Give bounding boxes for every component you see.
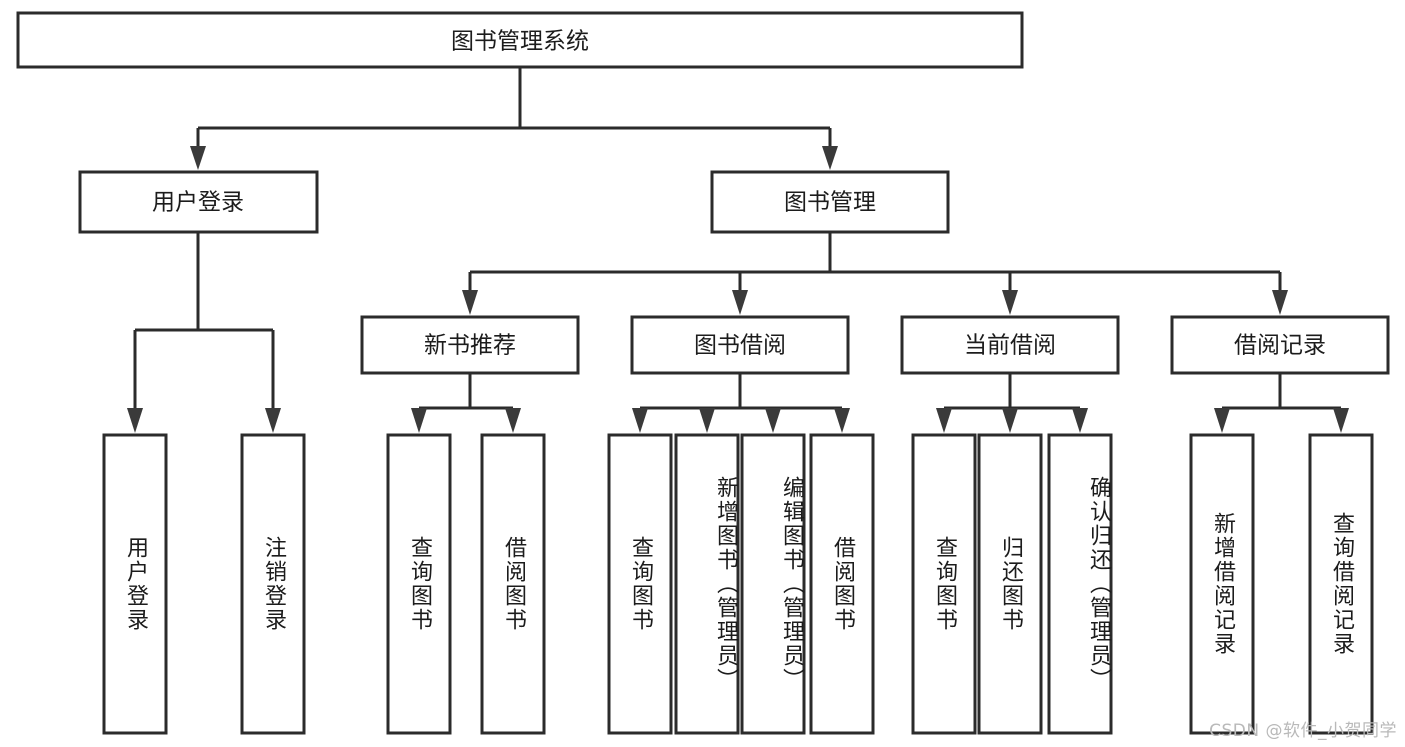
leaf-rect-current-borrow-3[interactable] <box>1047 433 1113 735</box>
arrow-icon-book-borrow-leaf-4 <box>834 408 850 433</box>
leaf-rect-user-login-1[interactable] <box>102 433 168 735</box>
arrow-icon-to-borrow-record <box>1272 290 1288 315</box>
node-book-management[interactable]: 图书管理 <box>710 170 950 234</box>
leaf-rect-user-login-2[interactable] <box>240 433 306 735</box>
leaf-rect-current-borrow-2[interactable] <box>977 433 1043 735</box>
arrow-icon-book-borrow-leaf-1 <box>632 408 648 433</box>
arrow-icon-user-login-leaf-1 <box>127 408 143 433</box>
node-book-borrow[interactable]: 图书借阅 <box>630 315 850 375</box>
arrow-icon-new-book-leaf-1 <box>411 408 427 433</box>
leaf-rect-new-book-2[interactable] <box>480 433 546 735</box>
node-root[interactable]: 图书管理系统 <box>16 11 1024 69</box>
leaf-rect-borrow-record-1[interactable] <box>1189 433 1255 735</box>
node-new-book-recommend-label: 新书推荐 <box>424 333 516 359</box>
arrow-icon-new-book-leaf-2 <box>505 408 521 433</box>
node-borrow-record-label: 借阅记录 <box>1234 333 1326 359</box>
node-root-rect <box>16 11 1024 69</box>
arrow-icon-user-login-leaf-2 <box>265 408 281 433</box>
leaf-rect-book-borrow-4[interactable] <box>809 433 875 735</box>
arrow-icon-borrow-record-leaf-1 <box>1214 408 1230 433</box>
node-current-borrow-rect <box>900 315 1120 375</box>
node-current-borrow-label: 当前借阅 <box>964 333 1056 359</box>
arrow-icon-current-borrow-leaf-2 <box>1002 408 1018 433</box>
arrow-icon-to-book-borrow <box>732 290 748 315</box>
arrow-icon-to-new-book <box>462 290 478 315</box>
arrow-icon-book-borrow-leaf-2 <box>699 408 715 433</box>
arrow-icon-root-to-user-login <box>190 146 206 170</box>
arrow-icon-root-to-book-mgmt <box>822 146 838 170</box>
node-new-book-recommend[interactable]: 新书推荐 <box>360 315 580 375</box>
node-borrow-record-rect <box>1170 315 1390 375</box>
arrow-icon-current-borrow-leaf-3 <box>1072 408 1088 433</box>
node-book-management-rect <box>710 170 950 234</box>
arrow-icon-to-current-borrow <box>1002 290 1018 315</box>
arrow-icon-book-borrow-leaf-3 <box>765 408 781 433</box>
node-user-login[interactable]: 用户登录 <box>78 170 319 234</box>
node-book-management-label: 图书管理 <box>784 190 876 216</box>
leaf-rect-book-borrow-1[interactable] <box>607 433 673 735</box>
leaf-rect-book-borrow-2[interactable] <box>674 433 740 735</box>
node-borrow-record[interactable]: 借阅记录 <box>1170 315 1390 375</box>
node-user-login-label: 用户登录 <box>152 190 244 216</box>
node-book-borrow-rect <box>630 315 850 375</box>
node-book-borrow-label: 图书借阅 <box>694 333 786 359</box>
leaf-rect-new-book-1[interactable] <box>386 433 452 735</box>
leaf-rect-borrow-record-2[interactable] <box>1308 433 1374 735</box>
node-current-borrow[interactable]: 当前借阅 <box>900 315 1120 375</box>
csdn-watermark: CSDN @软件_小贺同学 <box>1209 721 1397 741</box>
node-root-label: 图书管理系统 <box>451 29 589 55</box>
node-new-book-recommend-rect <box>360 315 580 375</box>
arrow-icon-borrow-record-leaf-2 <box>1333 408 1349 433</box>
arrow-icon-current-borrow-leaf-1 <box>936 408 952 433</box>
leaf-rect-book-borrow-3[interactable] <box>740 433 806 735</box>
leaf-rect-current-borrow-1[interactable] <box>911 433 977 735</box>
